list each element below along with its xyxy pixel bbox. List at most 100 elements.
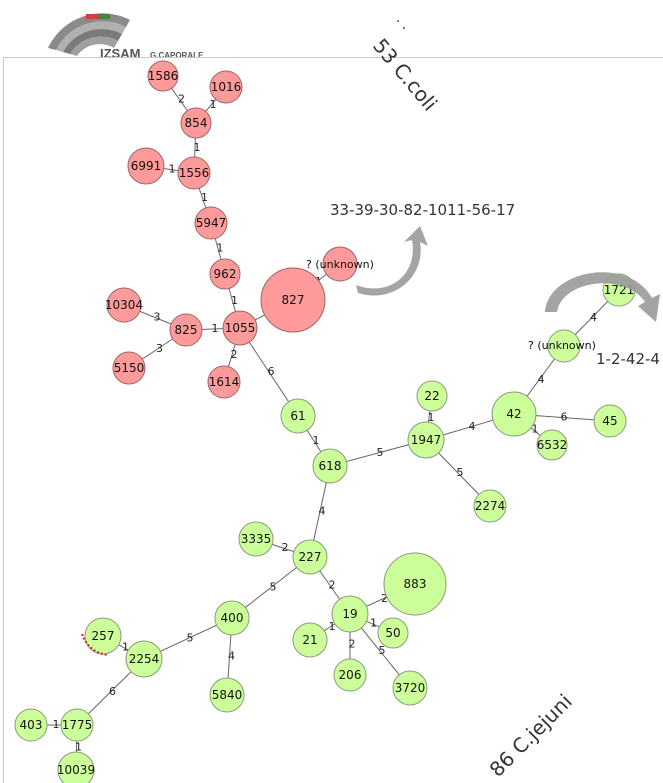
node-1016[interactable]: 1016 (209, 70, 243, 104)
node-label: 2254 (129, 652, 160, 666)
node-circle[interactable] (14, 708, 48, 742)
node-3335[interactable]: 3335 (238, 521, 274, 557)
node-61[interactable]: 61 (280, 398, 316, 434)
node-circle[interactable] (491, 391, 537, 437)
curved-arrow-right-icon (545, 272, 660, 322)
node-circle[interactable] (222, 310, 258, 346)
node-883[interactable]: 883 (383, 552, 447, 616)
edge-weight-label: 1 (75, 741, 82, 754)
node-1614[interactable]: 1614 (207, 365, 241, 399)
node-circle[interactable] (180, 107, 212, 139)
node-circle[interactable] (238, 521, 274, 557)
node-circle[interactable] (84, 617, 122, 655)
node-5840[interactable]: 5840 (209, 677, 245, 713)
node-6991[interactable]: 6991 (127, 147, 165, 185)
node-19[interactable]: 19 (331, 595, 369, 633)
node-circle[interactable] (473, 489, 507, 523)
node-circle[interactable] (547, 329, 581, 363)
node-label: 825 (175, 323, 198, 337)
node-1556[interactable]: 1556 (177, 156, 211, 190)
node-circle[interactable] (377, 617, 409, 649)
node-circle[interactable] (593, 404, 627, 438)
node-1055[interactable]: 1055 (222, 310, 258, 346)
node-42[interactable]: 42 (491, 391, 537, 437)
edge-weight-label: 5 (379, 644, 386, 657)
node-21[interactable]: 21 (292, 622, 328, 658)
node-circle[interactable] (209, 677, 245, 713)
node-10304[interactable]: 10304 (105, 287, 143, 323)
edge-weight-label: 4 (319, 505, 326, 518)
node-circle[interactable] (209, 258, 241, 290)
node-825[interactable]: 825 (169, 313, 203, 347)
node-circle[interactable] (125, 640, 163, 678)
node-circle[interactable] (392, 670, 428, 706)
node-circle[interactable] (127, 147, 165, 185)
node-circle[interactable] (60, 708, 94, 742)
node-circle[interactable] (292, 622, 328, 658)
izsam-logo: IZSAM G.CAPORALE (48, 13, 204, 61)
node-50[interactable]: 50 (377, 617, 409, 649)
node-618[interactable]: 618 (312, 448, 348, 484)
node-label: 6991 (131, 159, 162, 173)
edge-weight-label: 1 (370, 617, 377, 630)
node-circle[interactable] (209, 70, 243, 104)
profile-label-top: 33-39-30-82-1011-56-17 (330, 201, 515, 219)
node-22[interactable]: 22 (416, 380, 448, 412)
node-5947[interactable]: 5947 (194, 206, 228, 240)
node-circle[interactable] (383, 552, 447, 616)
node-circle[interactable] (147, 60, 179, 92)
node-circle[interactable] (292, 539, 328, 575)
node-10039[interactable]: 10039 (57, 751, 95, 783)
node-circle[interactable] (416, 380, 448, 412)
node-circle[interactable] (57, 751, 95, 783)
edge-weight-label: 1 (169, 163, 176, 176)
node-962[interactable]: 962 (209, 258, 241, 290)
node-circle[interactable] (280, 398, 316, 434)
node-400[interactable]: 400 (214, 600, 250, 636)
node-827[interactable]: 827 (260, 267, 326, 333)
node-403[interactable]: 403 (14, 708, 48, 742)
node-1775[interactable]: 1775 (60, 708, 94, 742)
node-circle[interactable] (207, 365, 241, 399)
logo-name: IZSAM (100, 46, 140, 61)
node-unk_green[interactable] (547, 329, 581, 363)
node-circle[interactable] (407, 421, 445, 459)
node-6532[interactable]: 6532 (536, 429, 568, 461)
node-2274[interactable]: 2274 (473, 489, 507, 523)
node-circle[interactable] (322, 246, 358, 282)
node-227[interactable]: 227 (292, 539, 328, 575)
node-circle[interactable] (214, 600, 250, 636)
node-circle[interactable] (312, 448, 348, 484)
group-label-jejuni: 86 C.jejuni (485, 689, 577, 781)
node-label: 1556 (179, 166, 210, 180)
node-label: 618 (319, 459, 342, 473)
edge-weight-label: 1 (194, 141, 201, 154)
node-206[interactable]: 206 (333, 658, 367, 692)
node-5150[interactable]: 5150 (112, 351, 146, 385)
node-label: 50 (385, 626, 400, 640)
node-label: 403 (20, 718, 43, 732)
node-circle[interactable] (112, 351, 146, 385)
node-circle[interactable] (333, 658, 367, 692)
edge-weight-label: 1 (231, 294, 238, 307)
node-3720[interactable]: 3720 (392, 670, 428, 706)
edge-weight-label: 4 (469, 420, 476, 433)
node-1586[interactable]: 1586 (147, 60, 179, 92)
node-1947[interactable]: 1947 (407, 421, 445, 459)
node-circle[interactable] (194, 206, 228, 240)
node-circle[interactable] (536, 429, 568, 461)
node-257[interactable]: 257 (84, 617, 122, 655)
node-circle[interactable] (169, 313, 203, 347)
edge-weight-label: 1 (532, 423, 539, 436)
edge-weight-label: 6 (109, 685, 116, 698)
node-circle[interactable] (177, 156, 211, 190)
node-45[interactable]: 45 (593, 404, 627, 438)
node-2254[interactable]: 2254 (125, 640, 163, 678)
node-label: 1775 (62, 718, 93, 732)
edge-weight-label: 1 (217, 242, 224, 255)
node-unk_red[interactable] (322, 246, 358, 282)
node-circle[interactable] (331, 595, 369, 633)
node-circle[interactable] (260, 267, 326, 333)
node-circle[interactable] (106, 287, 142, 323)
node-854[interactable]: 854 (180, 107, 212, 139)
